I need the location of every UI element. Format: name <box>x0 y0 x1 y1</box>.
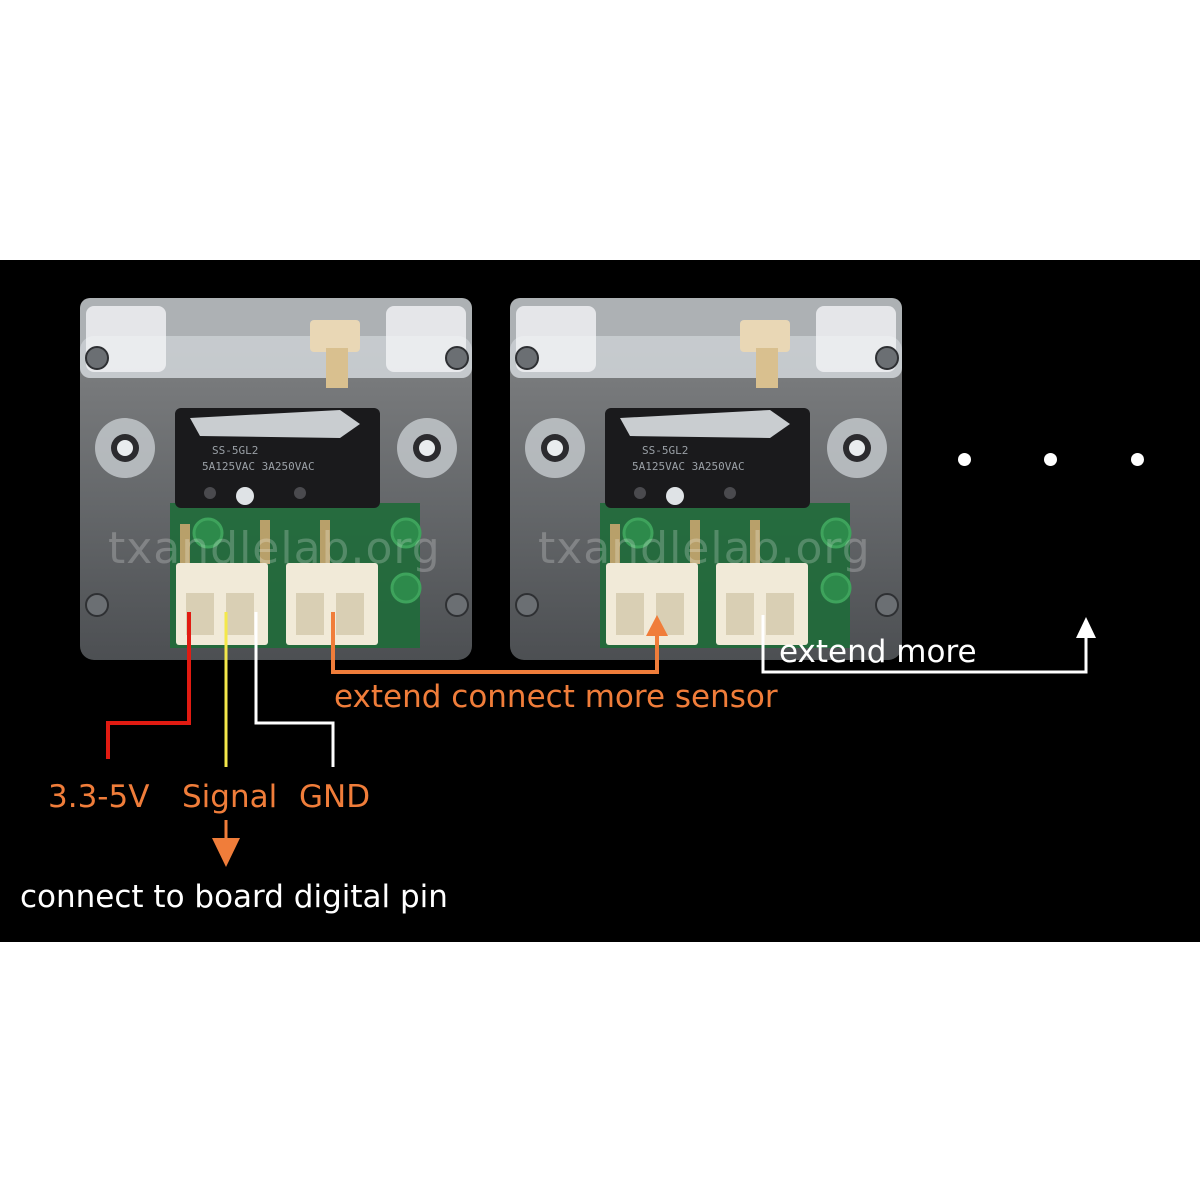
ground-label: GND <box>299 779 371 815</box>
signal-label: Signal <box>182 779 278 815</box>
diagram-panel: SS-5GL2 5A125VAC 3A250VAC <box>0 260 1200 942</box>
sensor-module-2: txandlelab.org <box>508 296 904 662</box>
power-label: 3.3-5V <box>48 779 150 815</box>
ellipsis-dots-icon <box>1044 453 1057 466</box>
down-arrow-icon <box>212 838 240 867</box>
up-arrow-icon <box>1076 617 1096 638</box>
extend-more-label: extend more <box>779 634 977 670</box>
sensor-module-1: txandlelab.org <box>78 296 474 662</box>
wiring-diagram: SS-5GL2 5A125VAC 3A250VAC <box>78 296 1096 867</box>
extend-more-line <box>761 615 1088 674</box>
signal-note-label: connect to board digital pin <box>20 879 448 915</box>
power-wire <box>106 612 191 759</box>
watermark-text-2: txandlelab.org <box>538 523 871 574</box>
watermark-text-1: txandlelab.org <box>108 523 441 574</box>
up-arrow-icon <box>646 615 668 636</box>
ellipsis-dots-icon <box>1131 453 1144 466</box>
extend-connect-label: extend connect more sensor <box>334 679 778 715</box>
ellipsis-dots-icon <box>958 453 971 466</box>
ground-wire <box>254 612 335 767</box>
extend-connect-line <box>331 612 659 674</box>
